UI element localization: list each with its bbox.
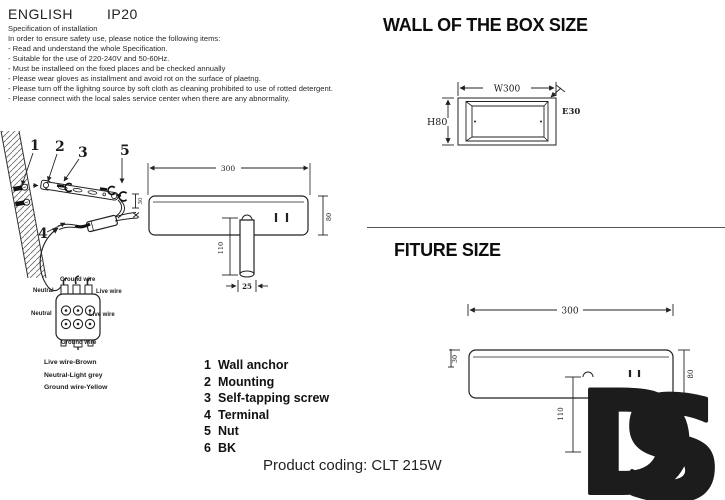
callout-2: 2 bbox=[55, 139, 65, 155]
parts-row: 1 Wall anchor bbox=[204, 357, 329, 374]
callout-4: 4 bbox=[38, 226, 48, 242]
fixture-tube-length-dim: 110 bbox=[557, 407, 565, 420]
edge-tick bbox=[556, 85, 565, 92]
leader-2 bbox=[47, 154, 57, 182]
ds-logo: D S bbox=[577, 382, 725, 500]
neutral-top-label: Neutral bbox=[33, 288, 54, 294]
spec-intro: In order to ensure safety use, please no… bbox=[8, 34, 221, 43]
parts-list: 1 Wall anchor 2 Mounting 3 Self-tapping scr… bbox=[204, 357, 329, 456]
wall-box-diagram: W300 H80 E30 bbox=[427, 76, 580, 162]
fixture-depth-dim: 30 bbox=[451, 355, 459, 363]
spec-item: - Please turn off the lighitng source by… bbox=[8, 84, 333, 93]
parts-row: 5 Nut bbox=[204, 423, 329, 440]
wall-anchor-top bbox=[13, 184, 28, 192]
fixture-height-dim: 80 bbox=[687, 370, 695, 379]
neutral-bottom-label: Neutral bbox=[31, 311, 52, 317]
edge-leader bbox=[550, 88, 561, 98]
parts-row: 3 Self-tapping screw bbox=[204, 390, 329, 407]
terminal-connector bbox=[86, 215, 118, 232]
install-height-dim: 80 bbox=[325, 213, 333, 221]
fixture-body bbox=[469, 350, 673, 398]
part-num: 6 bbox=[204, 440, 211, 455]
terminal-assembly bbox=[40, 200, 139, 291]
leader-3 bbox=[64, 159, 79, 182]
tube-knob bbox=[242, 215, 252, 220]
wire-loop bbox=[40, 228, 62, 291]
legend-neutral: Neutral-Light grey bbox=[44, 372, 103, 379]
ip-rating-label: IP20 bbox=[107, 6, 138, 22]
part-name: Mounting bbox=[218, 374, 275, 389]
installation-diagram: 1 2 3 5 4 bbox=[0, 128, 333, 391]
part-num: 3 bbox=[204, 391, 211, 405]
wall-box-size-title: WALL OF THE BOX SIZE bbox=[383, 15, 588, 35]
callout-5: 5 bbox=[120, 143, 130, 159]
fixture-drawing: 300 80 110 25 bbox=[148, 163, 333, 292]
logo-letter-d: D bbox=[577, 382, 695, 500]
part-name: Nut bbox=[218, 424, 239, 438]
callout-1: 1 bbox=[30, 138, 40, 154]
ground-wire-bottom-label: Ground wire bbox=[61, 340, 97, 346]
fixture-size-diagram: 300 30 80 110 bbox=[435, 292, 695, 460]
product-coding: Product coding: CLT 215W bbox=[263, 457, 442, 474]
parts-row: 6 BK bbox=[204, 440, 329, 457]
part-name: Terminal bbox=[218, 407, 270, 422]
spec-title: Specification of installation bbox=[8, 24, 98, 33]
screw-hole bbox=[474, 120, 476, 123]
spec-item: - Please wear gloves as installment and … bbox=[8, 74, 261, 83]
install-depth-dim: 30 bbox=[138, 197, 144, 204]
reading-tube bbox=[240, 220, 254, 274]
leader-1 bbox=[21, 153, 33, 186]
spec-item: - Suitable for the use of 220-240V and 5… bbox=[8, 54, 170, 63]
section-divider bbox=[367, 227, 725, 228]
spec-item: - Must be installeed on the fixed places… bbox=[8, 64, 226, 73]
install-tube-length-dim: 110 bbox=[217, 242, 225, 254]
parts-row: 2 Mounting bbox=[204, 374, 329, 391]
terminal-block bbox=[56, 276, 100, 350]
self-tapping-screws bbox=[57, 184, 127, 202]
part-num: 2 bbox=[204, 374, 211, 389]
box-width-dim: W300 bbox=[494, 85, 521, 95]
part-num: 1 bbox=[204, 358, 211, 372]
fixture-body bbox=[149, 196, 308, 235]
ground-wire-top-label: Ground wire bbox=[60, 277, 96, 283]
legend-ground-wire: Ground wire-Yellow bbox=[44, 384, 108, 391]
bevel-line bbox=[544, 137, 548, 141]
bevel-line bbox=[466, 102, 472, 107]
legend-live-wire: Live wire-Brown bbox=[44, 359, 97, 366]
callout-3: 3 bbox=[78, 145, 88, 161]
live-wire-bottom-label: Live wire bbox=[89, 312, 115, 318]
box-edge-dim: E30 bbox=[562, 107, 580, 117]
spec-item: - Read and understand the whole Specific… bbox=[8, 44, 168, 53]
language-label: ENGLISH bbox=[8, 6, 73, 22]
bevel-line bbox=[466, 137, 472, 141]
live-wire-top-label: Live wire bbox=[96, 289, 122, 295]
part-num: 4 bbox=[204, 407, 211, 422]
bevel-line bbox=[544, 102, 548, 107]
parts-row: 4 Terminal bbox=[204, 407, 329, 424]
wall-anchor-bottom bbox=[15, 199, 30, 207]
spec-item: - Please connect with the local sales se… bbox=[8, 94, 290, 103]
part-name: BK bbox=[218, 440, 237, 455]
box-height-dim: H80 bbox=[427, 117, 447, 128]
fixture-size-title: FITURE SIZE bbox=[394, 240, 501, 260]
specification-block: Specification of installation In order t… bbox=[8, 24, 333, 104]
logo-letter-s: S bbox=[621, 382, 723, 500]
part-num: 5 bbox=[204, 424, 211, 438]
part-name: Wall anchor bbox=[218, 358, 289, 372]
mounting-bracket bbox=[40, 180, 118, 201]
depth-dim-group: 30 bbox=[132, 194, 144, 208]
tube-knob bbox=[583, 372, 593, 377]
install-width-dim: 300 bbox=[221, 164, 236, 173]
tube-end bbox=[240, 271, 254, 277]
part-name: Self-tapping screw bbox=[218, 391, 330, 405]
nut bbox=[119, 192, 127, 201]
box-inner-face bbox=[472, 106, 544, 137]
fixture-width-dim: 300 bbox=[561, 307, 578, 317]
screw-hole bbox=[540, 120, 542, 123]
install-tube-diameter-dim: 25 bbox=[242, 282, 252, 291]
